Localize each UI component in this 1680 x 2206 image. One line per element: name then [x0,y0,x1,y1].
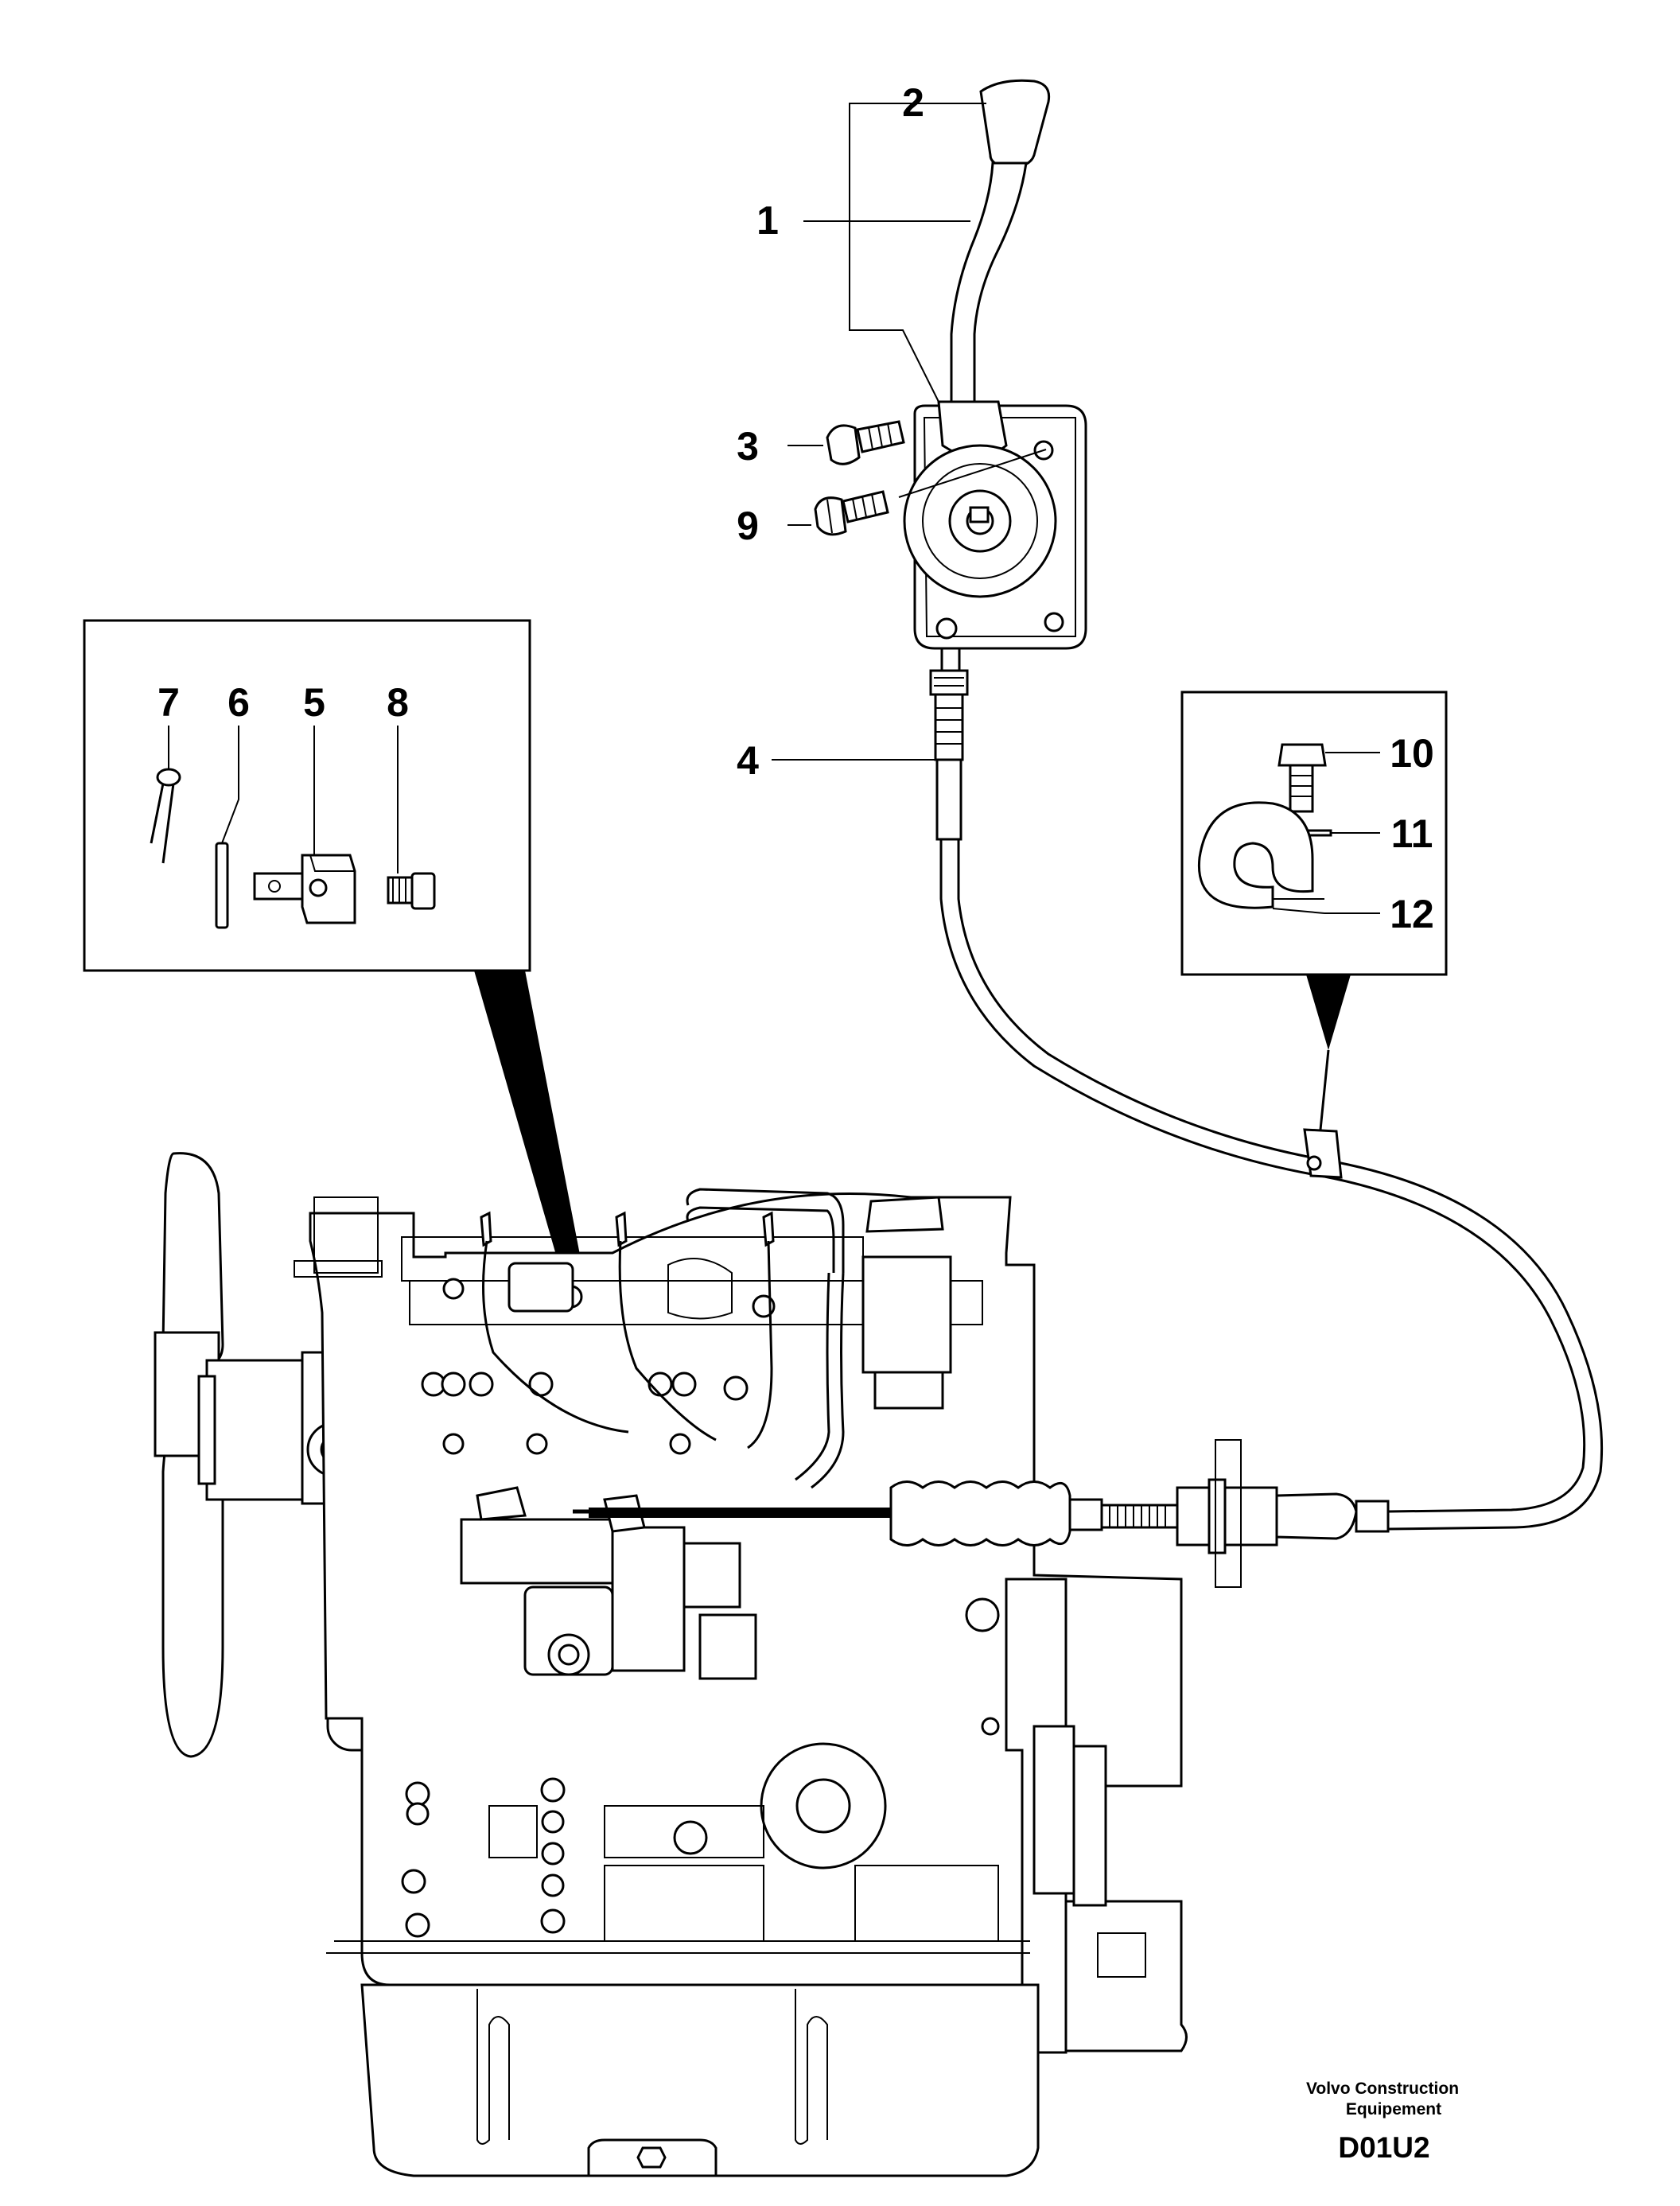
socket-head-screw [826,420,905,465]
leader-lines [168,103,1380,914]
callout-9: 9 [737,504,759,548]
set-screw [387,872,436,910]
control-cable [935,758,1604,1531]
callout-5: 5 [303,680,325,725]
pin [215,842,229,929]
callout-1: 1 [756,198,779,243]
slotted-screw [814,490,889,536]
callout-11: 11 [1391,811,1433,856]
drawing-footer: Volvo Construction Equipement D01U2 [1306,2080,1459,2164]
callout-labels: 2 1 3 9 4 7 6 5 8 10 11 12 [158,80,1434,936]
callout-10: 10 [1390,731,1434,776]
cable-bellows [889,1478,1390,1554]
swivel-connector [253,854,356,924]
callout-3: 3 [737,424,759,469]
callout-4: 4 [737,738,759,783]
callout-8: 8 [387,680,409,725]
cable-clamp [1197,801,1325,914]
bolt [1278,743,1327,813]
engine-assembly [154,1152,1390,2177]
cotter-pin [150,768,181,864]
callout-7: 7 [158,680,180,725]
manufacturer-line-1: Volvo Construction [1306,2080,1459,2098]
throttle-lever-assembly [903,79,1087,761]
manufacturer-line-2: Equipement [1346,2100,1441,2118]
callout-2: 2 [902,80,924,125]
detail-box-clamp [1180,691,1448,1130]
callout-6: 6 [228,680,250,725]
drawing-code: D01U2 [1338,2131,1429,2164]
callout-12: 12 [1390,892,1434,936]
